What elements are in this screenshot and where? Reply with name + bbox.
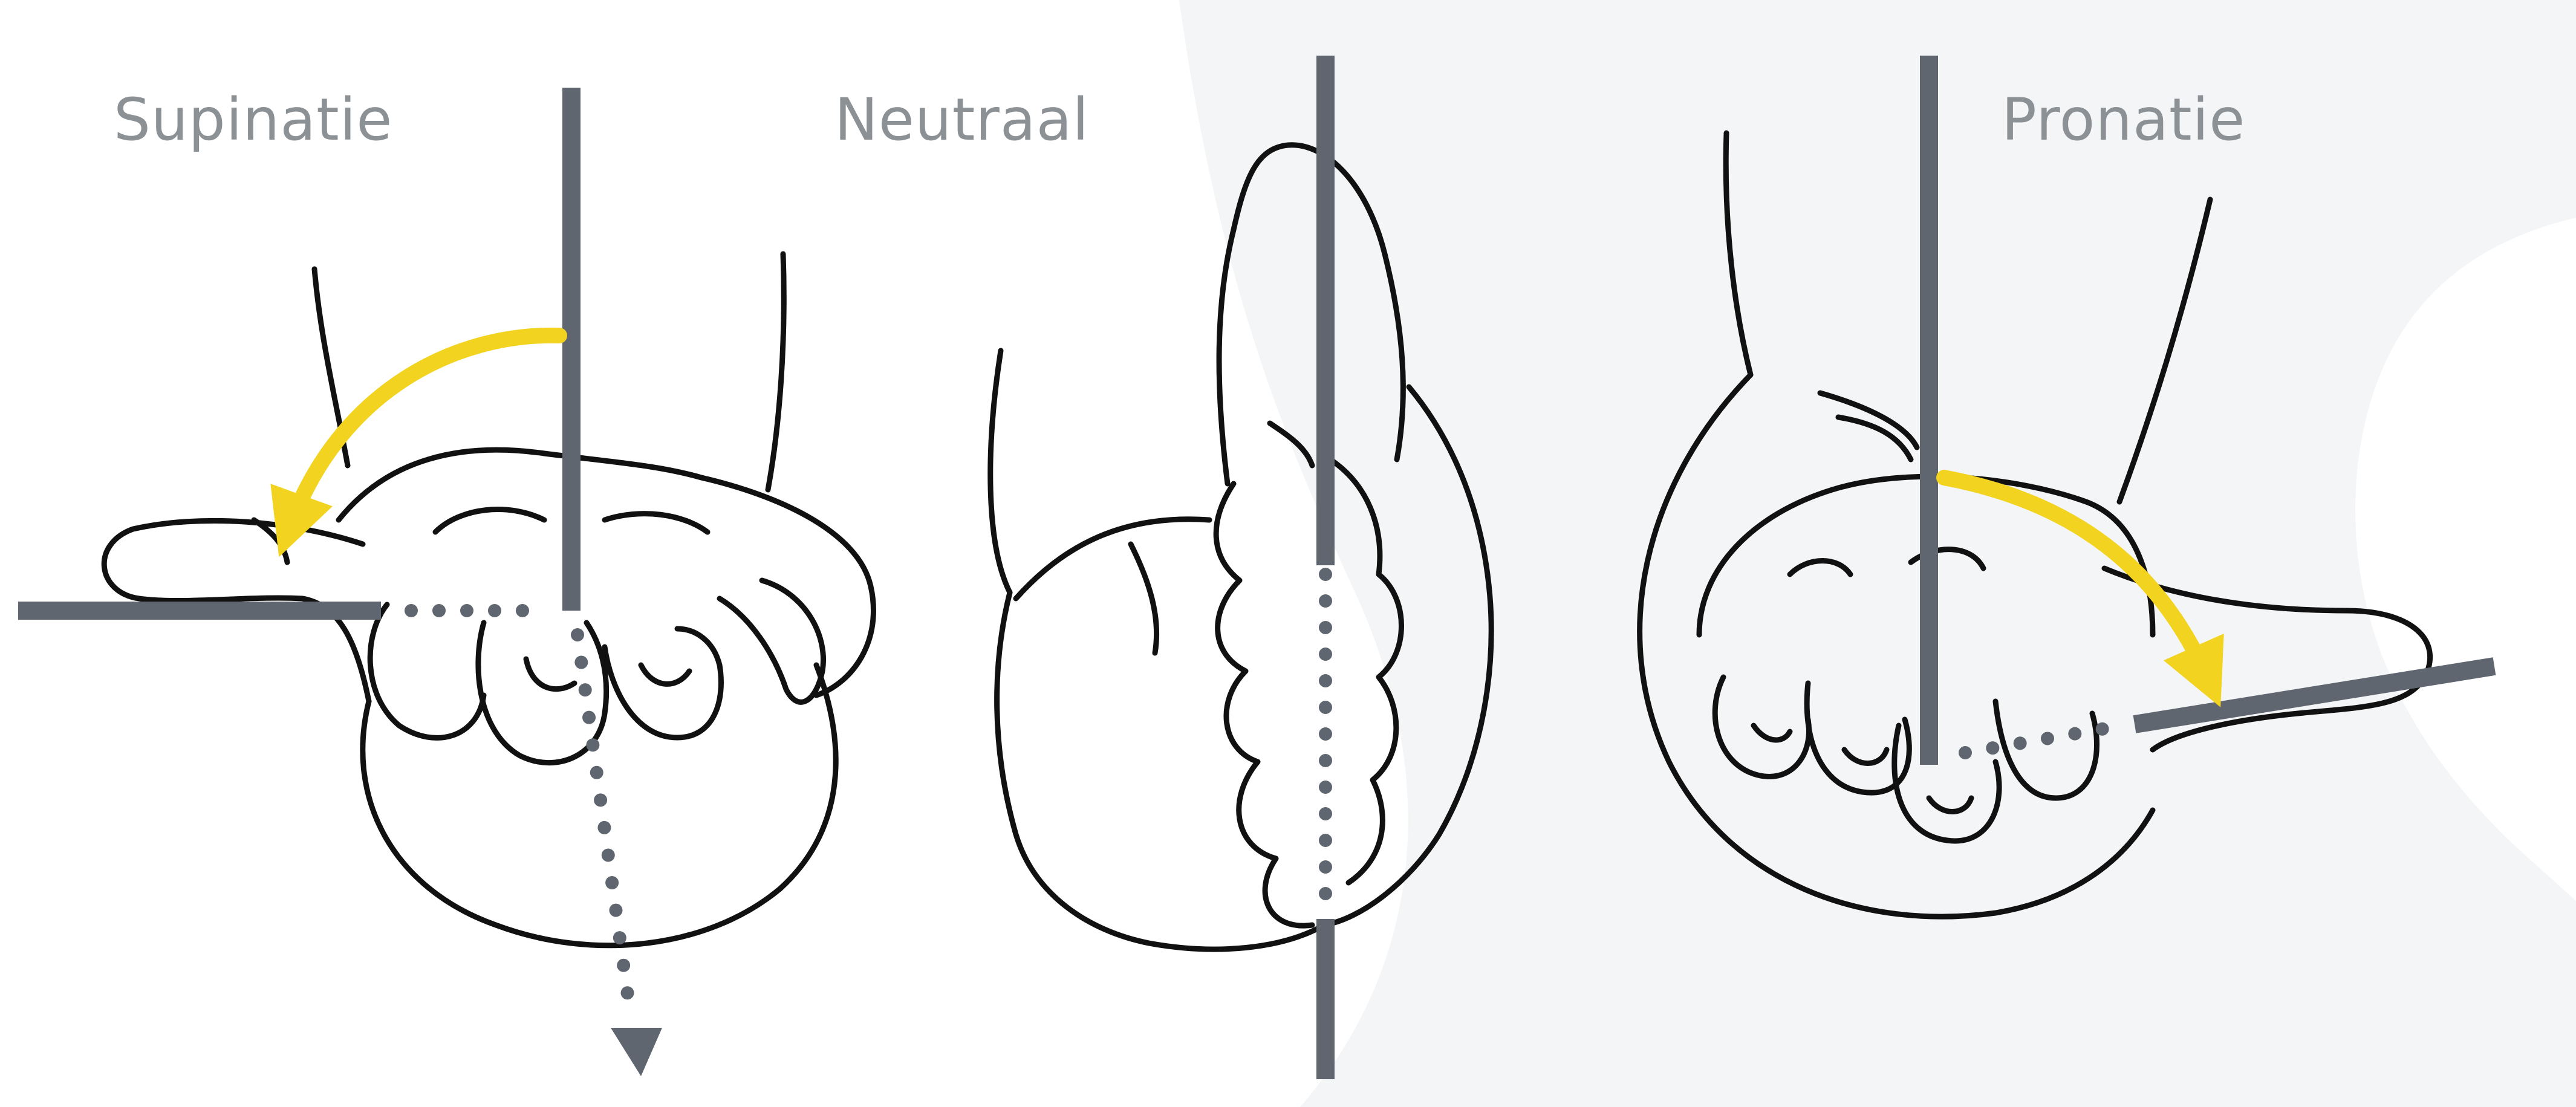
neutral-forearm <box>990 351 1010 592</box>
supination-finger-1 <box>370 605 484 738</box>
label-supination: Supinatie <box>114 91 392 149</box>
label-neutral: Neutraal <box>834 91 1089 149</box>
neutral-palm <box>997 592 1324 949</box>
supination-nail-2 <box>641 665 689 684</box>
supination-nail-1 <box>526 659 574 689</box>
background-panel <box>1179 0 2576 1107</box>
supination-hand <box>104 254 873 946</box>
label-pronation: Pronatie <box>2002 91 2245 149</box>
supination-forearm-right <box>768 254 784 490</box>
neutral-crease-2 <box>1131 544 1157 653</box>
neutral-finger-stack <box>1216 484 1312 926</box>
supination-dotted-arrowhead <box>611 1028 662 1076</box>
neutral-back-bulge <box>1016 519 1209 599</box>
supination-finger-4 <box>720 580 824 702</box>
supination-dotted-vertical <box>577 635 629 1004</box>
supination-reference <box>18 88 662 1076</box>
